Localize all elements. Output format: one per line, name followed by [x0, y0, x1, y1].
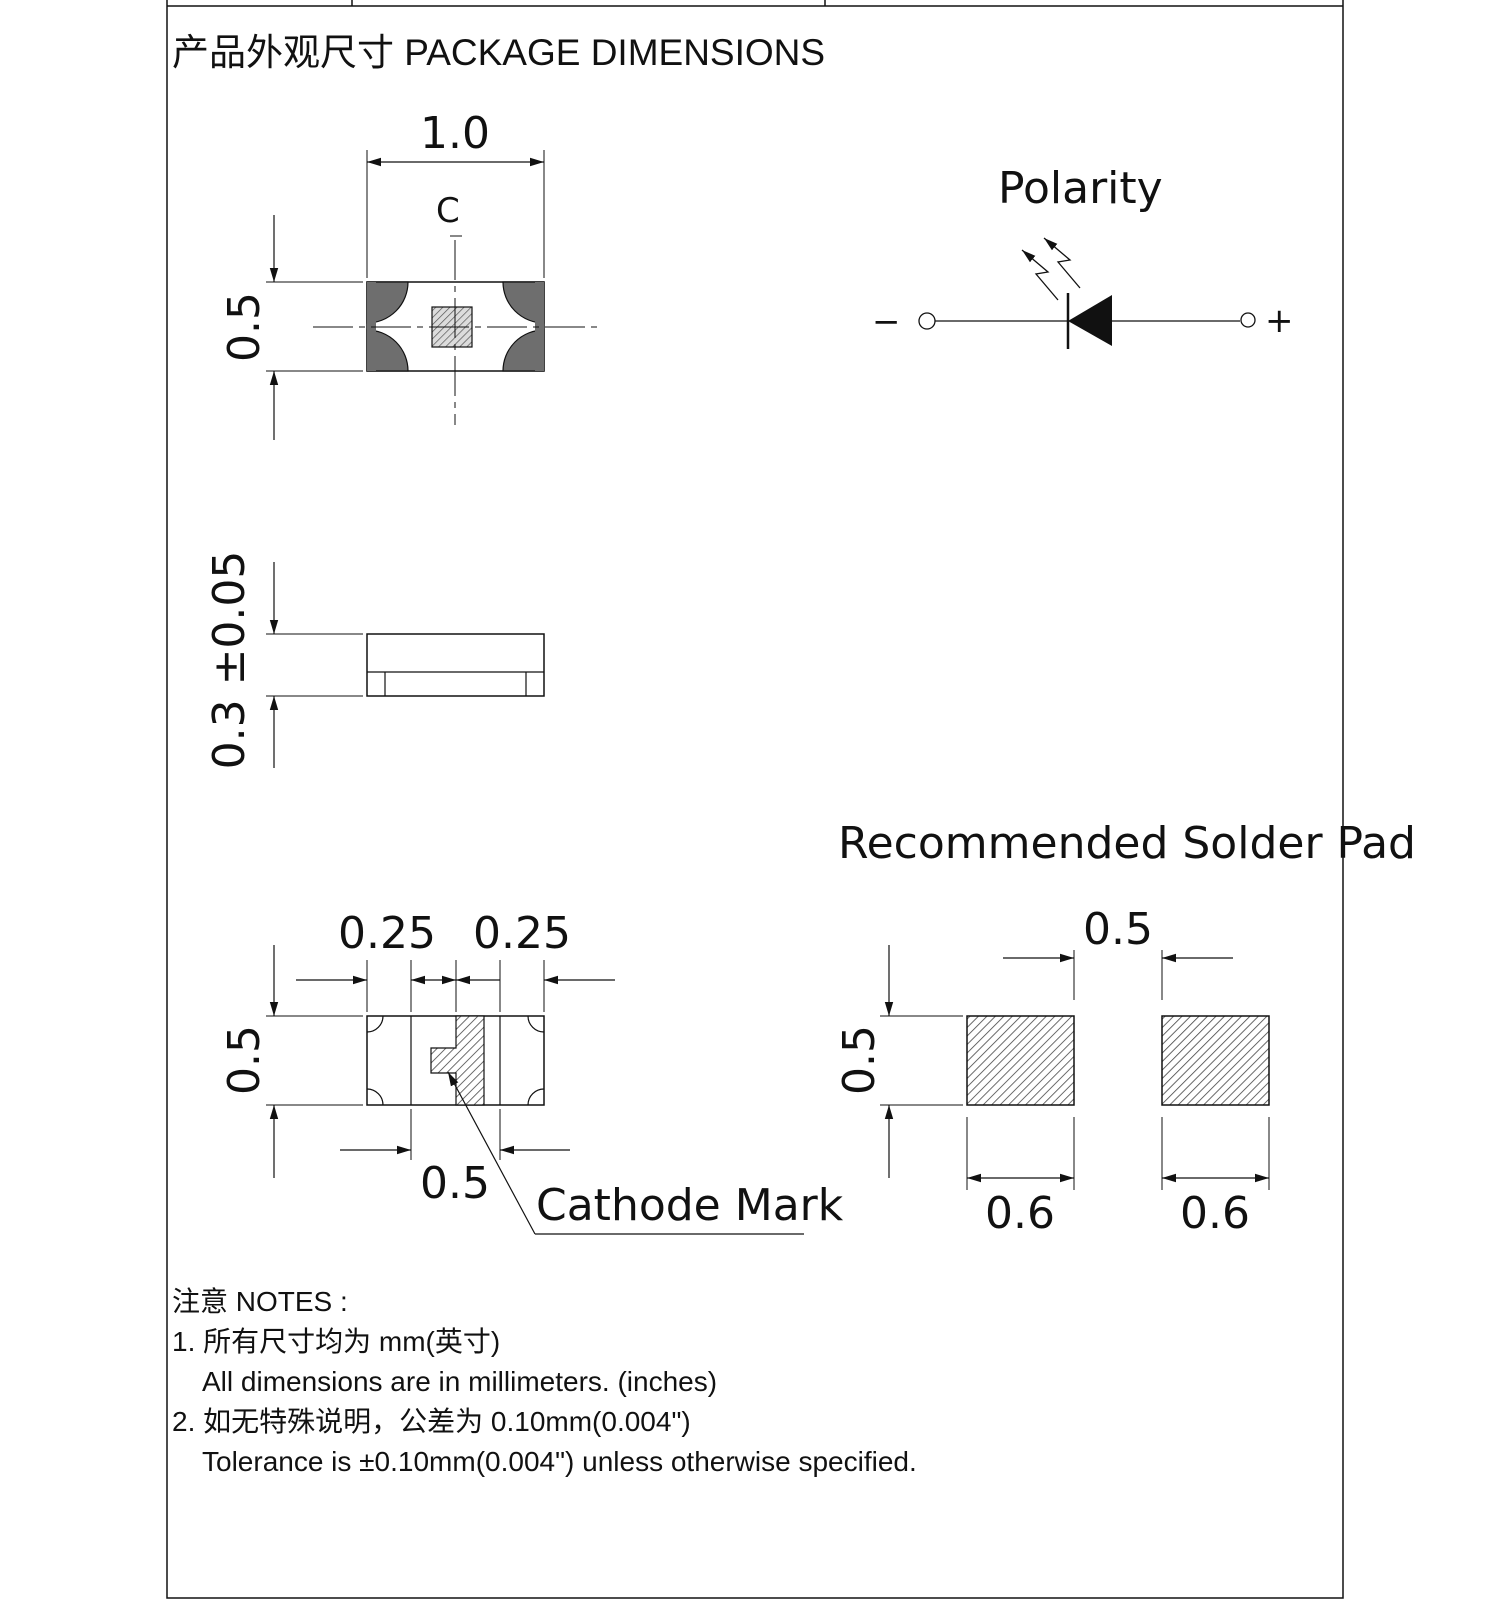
solder-right-width-label: 0.6 [1180, 1188, 1250, 1239]
note-1-en: All dimensions are in millimeters. (inch… [202, 1366, 718, 1397]
polarity-title: Polarity [998, 163, 1163, 214]
diode-triangle [1068, 295, 1112, 346]
solder-pad: Recommended Solder Pad 0.5 0.5 0.6 0.6 [834, 818, 1416, 1239]
bottom-view: 0.25 0.25 0.5 0.5 Cathode Mark [219, 908, 844, 1235]
bottom-gap-label: 0.5 [420, 1158, 490, 1209]
bottom-left-pad-label: 0.25 [338, 908, 436, 959]
solder-left-width-label: 0.6 [985, 1188, 1055, 1239]
polarity-plus: + [1265, 301, 1294, 341]
polarity-minus: − [872, 302, 901, 342]
bottom-height-label: 0.5 [219, 1025, 270, 1095]
page-title: 产品外观尺寸 PACKAGE DIMENSIONS [172, 32, 826, 73]
top-height-label: 0.5 [219, 292, 270, 362]
polarity-symbol: Polarity − + [872, 163, 1294, 349]
solder-pad-right [1161, 1015, 1270, 1106]
top-view: C 1.0 0.5 [219, 108, 597, 440]
note-2-cn: 2. 如无特殊说明，公差为 0.10mm(0.004") [172, 1406, 691, 1437]
solder-pad-left [966, 1015, 1075, 1106]
page-border [166, 0, 1344, 1599]
note-1-cn: 1. 所有尺寸均为 mm(英寸) [172, 1326, 501, 1357]
side-view: 0.3 ±0.05 [204, 551, 545, 770]
solder-gap-label: 0.5 [1083, 904, 1153, 955]
top-width-label: 1.0 [420, 108, 490, 159]
centerline-symbol: C [436, 191, 460, 231]
solder-pad-title: Recommended Solder Pad [838, 818, 1416, 869]
bottom-right-pad-label: 0.25 [473, 908, 571, 959]
notes-section: 注意 NOTES : 1. 所有尺寸均为 mm(英寸) All dimensio… [172, 1282, 917, 1482]
notes-title: 注意 NOTES : [172, 1286, 348, 1317]
side-thickness-label: 0.3 ±0.05 [204, 551, 255, 770]
solder-height-label: 0.5 [834, 1025, 885, 1095]
cathode-mark-label: Cathode Mark [536, 1180, 844, 1231]
note-2-en: Tolerance is ±0.10mm(0.004") unless othe… [202, 1446, 917, 1477]
